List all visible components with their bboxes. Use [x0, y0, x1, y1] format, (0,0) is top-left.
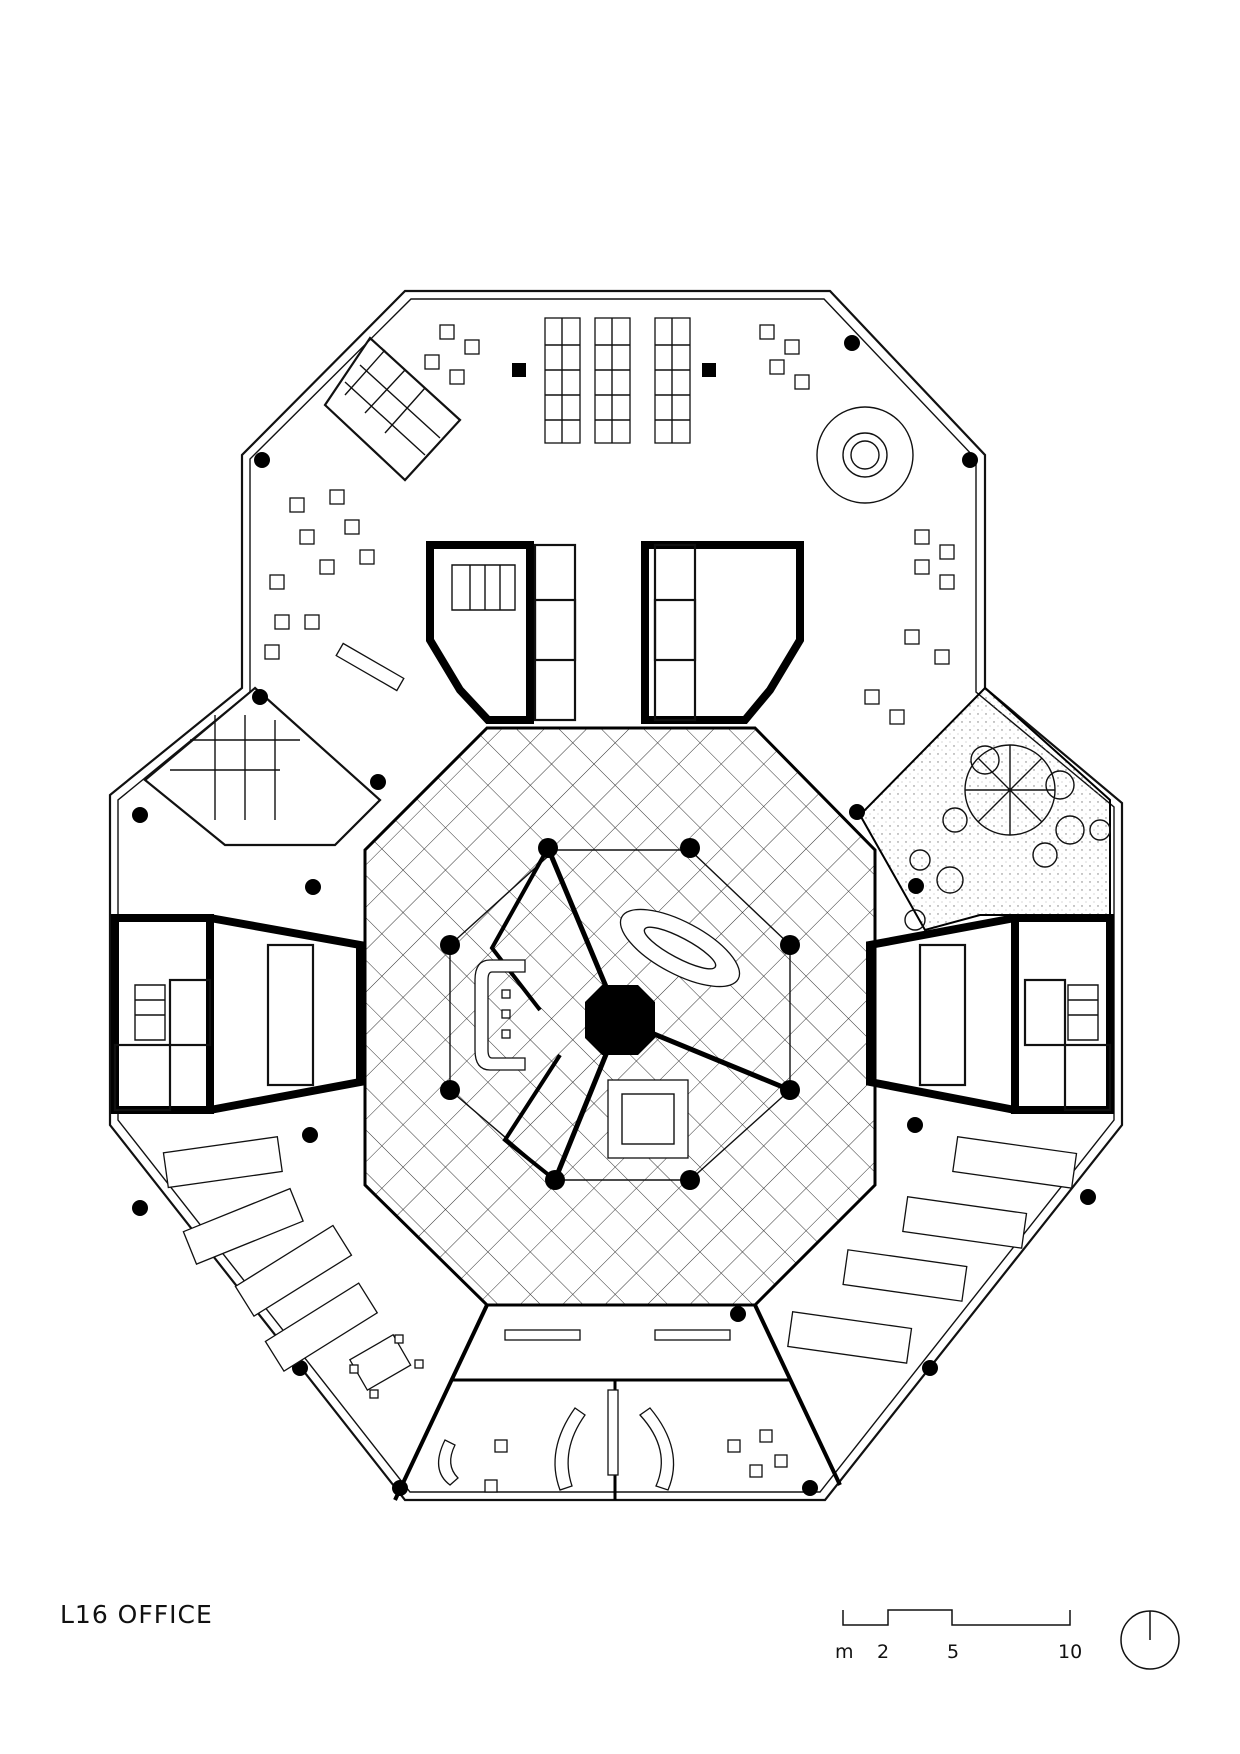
square-meeting-table	[607, 1079, 689, 1159]
scale-bar: m 2 5 10	[835, 1609, 1082, 1663]
central-atrium	[363, 726, 877, 1307]
drawing-title: L16 OFFICE	[60, 1600, 213, 1629]
scale-label-m: m	[835, 1641, 854, 1663]
north-core	[426, 541, 804, 724]
scale-label-10: 10	[1058, 1641, 1082, 1663]
atrium-columns	[440, 838, 800, 1190]
oval-conference-table	[619, 908, 741, 988]
se-desk-clusters	[787, 1136, 1078, 1364]
north-workstations	[544, 317, 691, 444]
scale-label-5: 5	[947, 1641, 959, 1663]
sw-meeting-table	[348, 1333, 424, 1399]
sw-desk-clusters	[162, 1136, 379, 1373]
west-core	[111, 914, 364, 1114]
reception-seats	[501, 989, 511, 1039]
south-rooms	[393, 1304, 842, 1501]
central-column	[585, 985, 655, 1055]
w-toilets	[143, 686, 382, 847]
scale-label-2: 2	[877, 1641, 889, 1663]
east-core	[866, 914, 1114, 1114]
nw-lounge-chairs	[264, 489, 405, 692]
s-lounge-chairs	[484, 1429, 788, 1493]
ne-lounge	[424, 324, 955, 725]
north-arrow-icon	[1120, 1610, 1180, 1670]
nw-toilets	[323, 336, 462, 482]
